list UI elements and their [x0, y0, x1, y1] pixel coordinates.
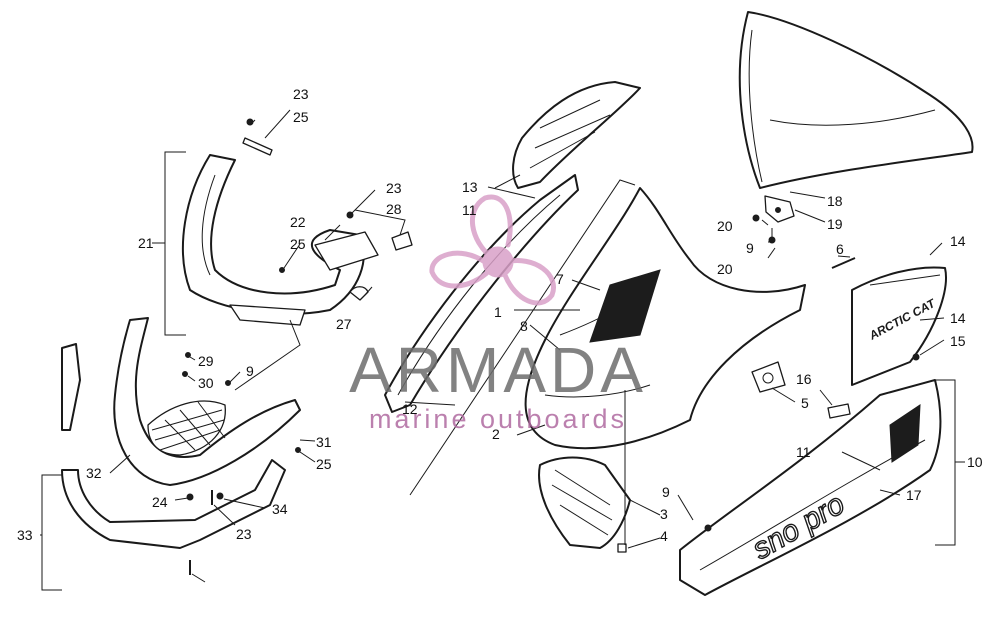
watermark: ARMADA marine outboards [349, 194, 647, 434]
part-screw-20a [752, 214, 760, 222]
callout-5: 5 [801, 395, 809, 411]
callout-31: 32 [86, 465, 102, 481]
callout-21: 21 [138, 235, 154, 251]
callout-10: 10 [967, 454, 983, 470]
part-windshield-bracket [764, 195, 795, 223]
callout-23-bottom: 23 [236, 526, 252, 542]
callout-25-right: 25 [316, 456, 332, 472]
callout-9-mid: 9 [662, 484, 670, 500]
callout-25-bottom: 24 [152, 494, 168, 510]
callout-14-right: 14 [950, 233, 966, 249]
callout-labels: 23 25 21 22 25 23 28 27 29 30 9 31 25 32… [17, 86, 983, 544]
callout-9-right: 9 [746, 240, 754, 256]
callout-19: 19 [827, 216, 843, 232]
leader-lines [40, 109, 965, 591]
part-screw-33 [216, 492, 224, 500]
part-bracket-22 [314, 231, 379, 271]
part-fastener-4 [617, 543, 627, 553]
callout-20a: 20 [717, 218, 733, 234]
callout-25-top: 25 [290, 236, 306, 252]
callout-23-top: 23 [293, 86, 309, 102]
part-screw-25-top [279, 267, 285, 273]
part-screw-9-left [225, 380, 231, 386]
part-headlight-housing [538, 456, 631, 549]
part-front-bumper [61, 459, 286, 549]
part-screws-28-29 [182, 352, 191, 377]
callout-3: 3 [660, 506, 668, 522]
callout-8: 8 [520, 318, 528, 334]
part-windshield [738, 11, 974, 189]
part-clip [827, 403, 851, 419]
callout-2: 2 [492, 426, 500, 442]
part-side-panel-right: ARCTIC CAT [851, 266, 947, 386]
part-screw-16 [912, 353, 920, 361]
part-screw-27 [391, 231, 413, 251]
part-screw-9-mid [704, 524, 712, 532]
callout-9-left: 9 [246, 363, 254, 379]
callout-14-top: 13 [462, 179, 478, 195]
part-screw-23-mid [346, 211, 354, 219]
watermark-subtitle: marine outboards [369, 404, 627, 434]
callout-26: 27 [336, 316, 352, 332]
part-side-panel-strip [384, 174, 579, 413]
callout-11-bottom: 11 [796, 444, 811, 460]
callout-18: 18 [827, 193, 843, 209]
callout-28: 29 [198, 353, 214, 369]
part-screw-25-bottom [186, 493, 194, 501]
part-upper-vent [512, 81, 641, 189]
callout-1: 1 [494, 304, 502, 320]
callout-23-mid: 23 [386, 180, 402, 196]
part-grommet-26 [349, 286, 369, 301]
callout-17: 16 [796, 371, 812, 387]
callout-27: 28 [386, 201, 402, 217]
part-screw-25-right [295, 447, 301, 453]
callout-13: 17 [906, 487, 922, 503]
part-edge-trim [61, 343, 81, 431]
part-nose-panel: sno pro [679, 379, 942, 596]
callout-7: 7 [556, 271, 564, 287]
part-screw-23-top [246, 118, 254, 126]
callout-16: 15 [950, 333, 966, 349]
part-hood-decal [589, 269, 661, 343]
callout-6: 6 [836, 241, 844, 257]
callout-12: 12 [402, 401, 418, 417]
callout-20b: 20 [717, 261, 733, 277]
callout-29: 30 [198, 375, 214, 391]
part-lower-nose-pan [113, 317, 301, 486]
callout-33: 34 [272, 501, 288, 517]
part-screw-20b [768, 228, 776, 244]
callout-15: 14 [950, 310, 966, 326]
watermark-propeller-icon [429, 194, 556, 306]
callout-4: 4 [660, 528, 668, 544]
part-pin [831, 257, 856, 269]
part-strip-24 [242, 137, 273, 156]
part-hinge [751, 361, 786, 393]
callout-11-top: 11 [462, 202, 477, 218]
callout-30: 31 [316, 434, 332, 450]
callout-22: 22 [290, 214, 306, 230]
callout-32: 33 [17, 527, 33, 543]
watermark-title: ARMADA [349, 334, 647, 406]
callout-24: 25 [293, 109, 309, 125]
